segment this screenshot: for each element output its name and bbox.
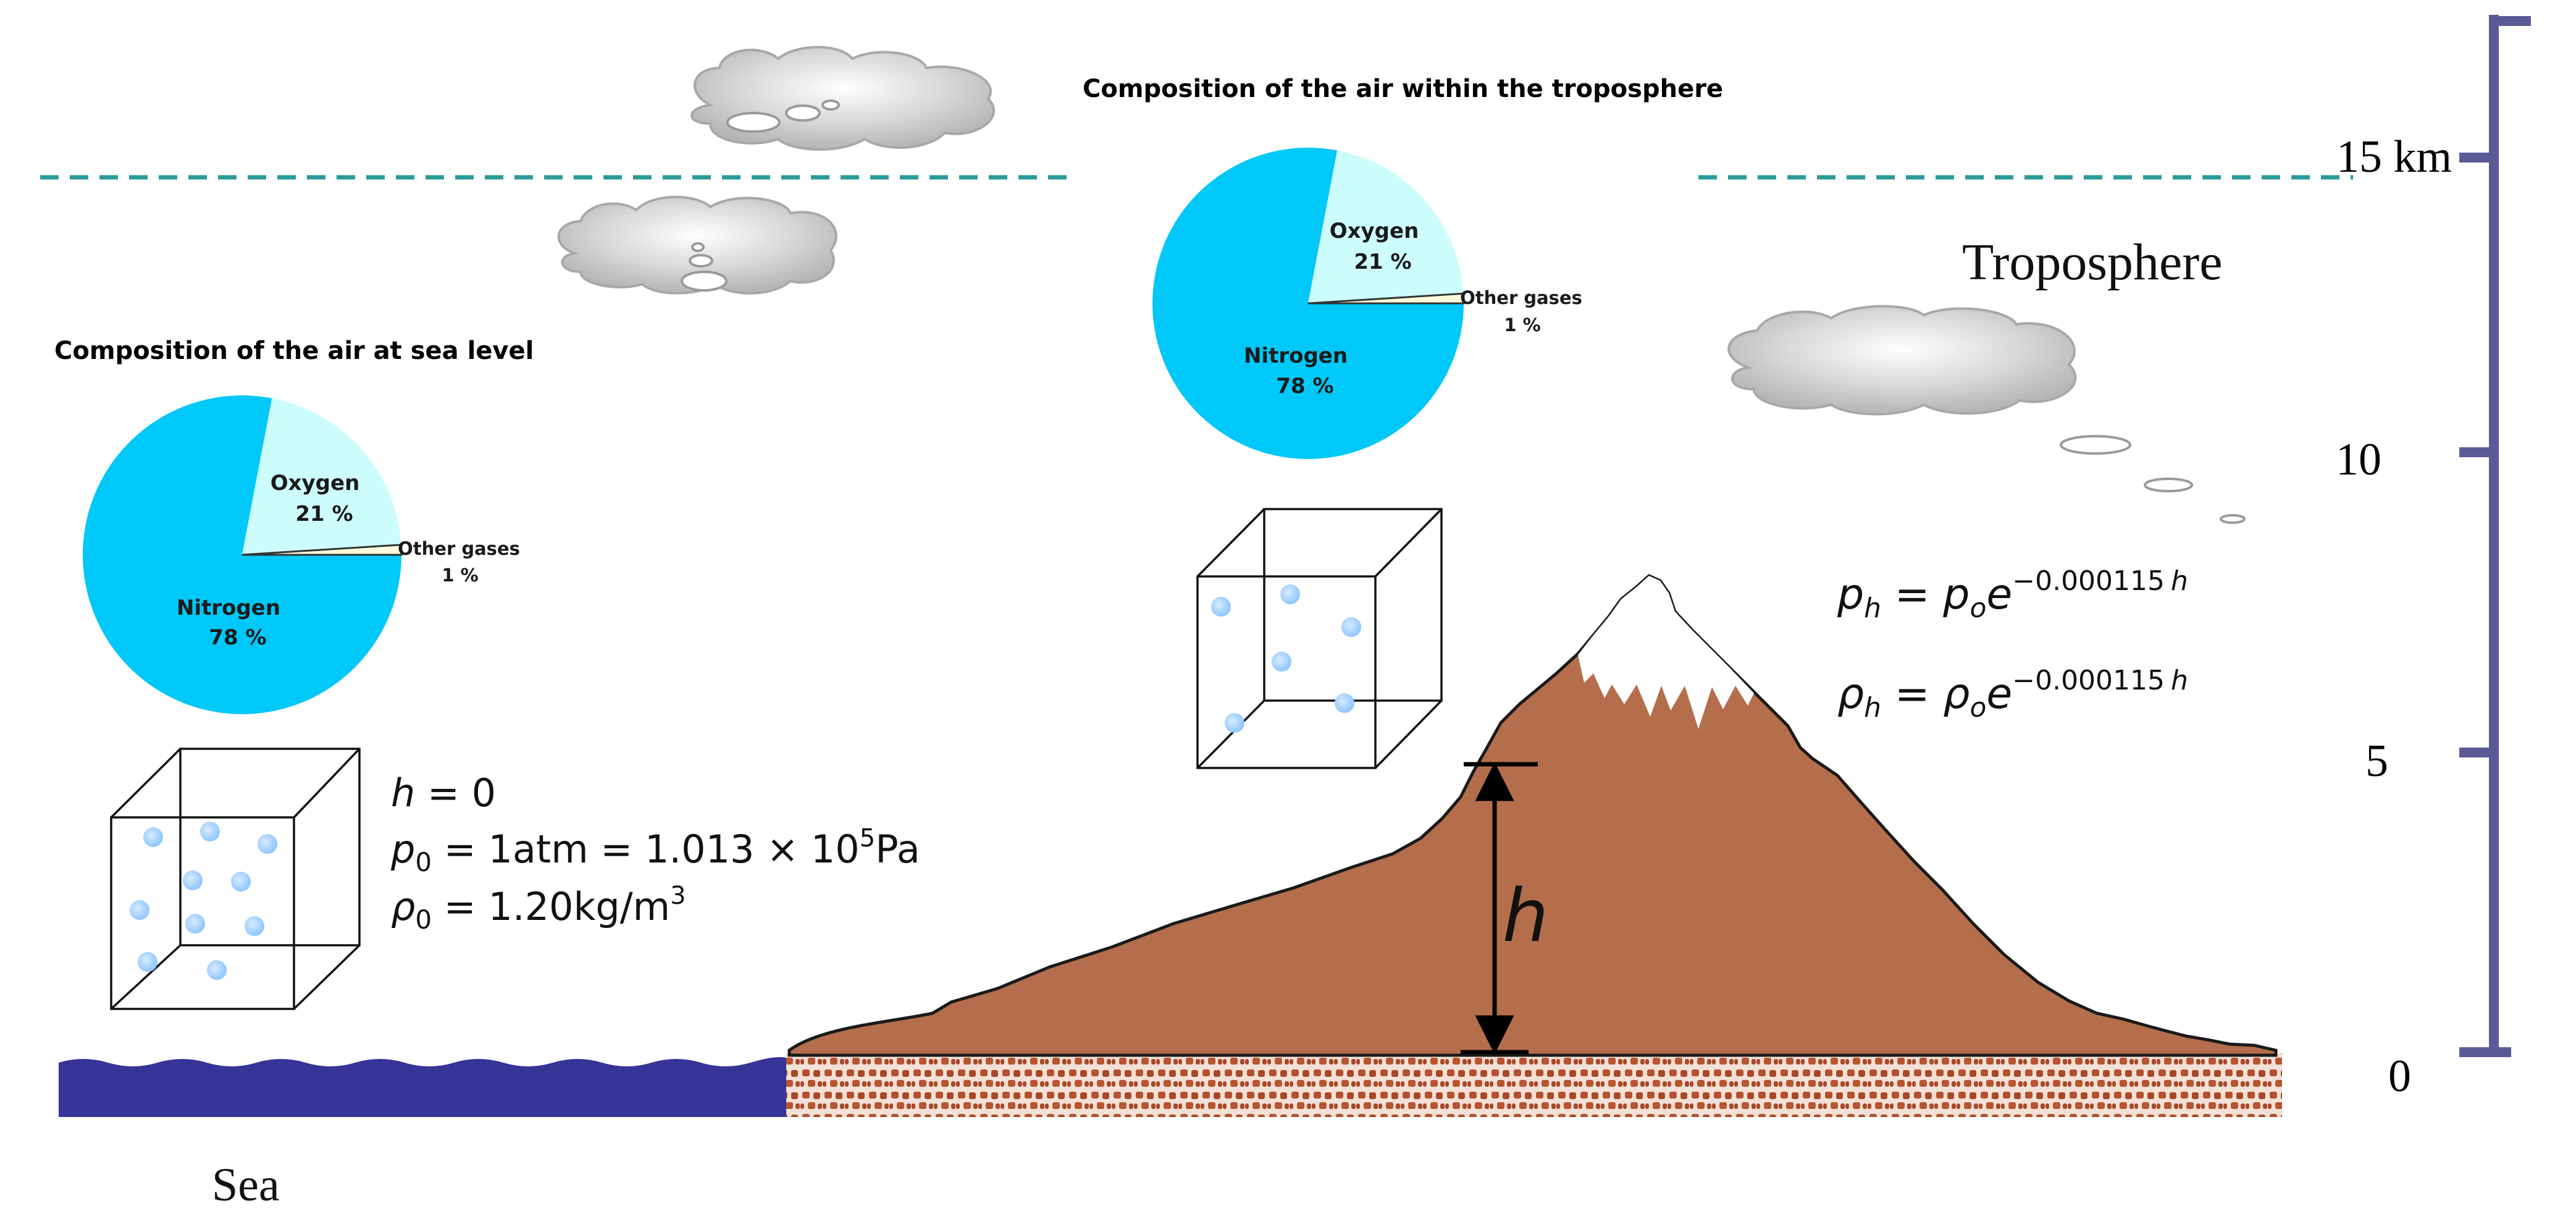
pie-chart-sea-level: Nitrogen 78 % Oxygen 21 % Other gases 1 … — [83, 395, 520, 715]
pie-label-oxygen: Oxygen — [1330, 219, 1419, 243]
pie-label-other-gases: Other gases — [398, 538, 520, 559]
sea — [59, 1057, 786, 1117]
cloud-middle-left — [557, 195, 837, 295]
scale-tick-10: 10 — [2336, 434, 2381, 485]
pie-value-other-gases: 1 % — [442, 565, 478, 586]
formula-height-zero: h = 0 — [391, 770, 496, 816]
pie-slice-oxygen — [1308, 150, 1464, 303]
troposphere-label: Troposphere — [1962, 234, 2223, 291]
cloud-top — [690, 46, 995, 151]
pie-value-oxygen: 21 % — [1354, 250, 1411, 274]
scale-tick-5: 5 — [2365, 736, 2388, 786]
cloud-right — [1727, 305, 2246, 524]
pie-label-oxygen: Oxygen — [271, 471, 360, 495]
pie-label-nitrogen: Nitrogen — [177, 596, 280, 620]
formula-pressure-sea-level: p0 = 1atm = 1.013 × 105Pa — [390, 824, 920, 877]
pie-value-oxygen: 21 % — [295, 502, 353, 526]
formula-density-sea-level: ρ0 = 1.20kg/m3 — [391, 882, 686, 935]
height-label: h — [1503, 873, 1549, 958]
pie-slice-other-gases — [1307, 292, 1465, 305]
title-sea-level-composition: Composition of the air at sea level — [54, 337, 534, 365]
gas-box-sea-level — [110, 748, 361, 1010]
mountain-snowcap — [1578, 576, 1754, 729]
mountain — [787, 574, 2278, 1057]
pie-slice-oxygen — [242, 398, 401, 555]
pie-value-nitrogen: 78 % — [1276, 374, 1333, 398]
gas-particles-sea-level — [130, 822, 277, 980]
pie-value-nitrogen: 78 % — [209, 625, 266, 650]
gas-particles-altitude — [1211, 584, 1361, 733]
ground-soil — [786, 1053, 2282, 1117]
pie-label-other-gases: Other gases — [1460, 287, 1582, 308]
sea-label: Sea — [212, 1159, 280, 1211]
scale-tick-15-km: 15 km — [2336, 132, 2452, 182]
pie-label-nitrogen: Nitrogen — [1244, 344, 1348, 368]
pie-value-other-gases: 1 % — [1504, 314, 1540, 335]
scale-tick-0: 0 — [2388, 1051, 2411, 1102]
altitude-scale — [2459, 15, 2531, 1057]
pie-chart-troposphere: Nitrogen 78 % Oxygen 21 % Other gases 1 … — [1152, 148, 1582, 459]
title-troposphere-composition: Composition of the air within the tropos… — [1083, 75, 1723, 103]
pie-slice-other-gases — [241, 544, 403, 556]
sea-level-formulas: h = 0 p0 = 1atm = 1.013 × 105Pa ρ0 = 1.2… — [390, 770, 920, 935]
